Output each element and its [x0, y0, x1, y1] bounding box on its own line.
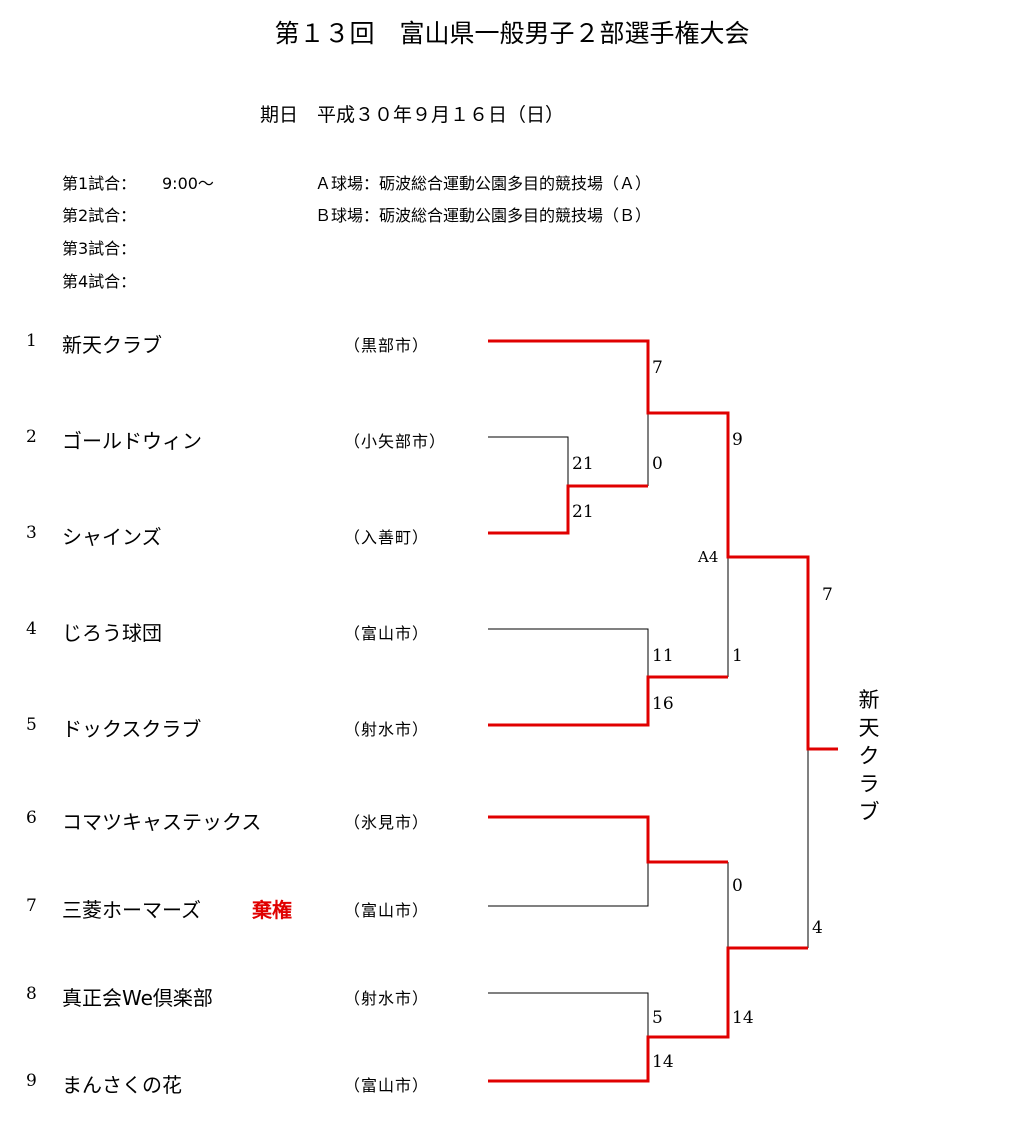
team-name: 真正会We倶楽部 [62, 986, 213, 1010]
team-name: ドックスクラブ [62, 717, 202, 741]
team-city: （射水市） [344, 989, 430, 1008]
score-label: 11 [652, 646, 674, 666]
score-label: 0 [652, 454, 663, 474]
schedule-label-2: 第2試合： [62, 206, 137, 225]
schedule-label-3: 第3試合： [62, 239, 137, 258]
court-label: A4 [698, 548, 719, 566]
team-number: 4 [26, 619, 37, 639]
team-number: 6 [26, 808, 37, 828]
team-city: （富山市） [344, 901, 430, 920]
team-city: （小矢部市） [344, 432, 447, 451]
team-city: （入善町） [344, 528, 430, 547]
winner-path [488, 946, 808, 1083]
team-number: 8 [26, 984, 37, 1004]
winner-path [488, 675, 728, 727]
team-city: （氷見市） [344, 813, 430, 832]
score-label: 14 [652, 1052, 674, 1072]
bracket-line [488, 436, 569, 486]
schedule-label-1: 第1試合： [62, 174, 137, 193]
score-label: 7 [822, 585, 833, 605]
score-label: 9 [732, 430, 743, 450]
bracket-line [488, 628, 649, 677]
bracket-line [488, 992, 649, 1037]
score-label: 0 [732, 876, 743, 896]
score-label: 5 [652, 1008, 663, 1028]
team-name: 新天クラブ [62, 333, 162, 357]
score-label: 21 [572, 454, 594, 474]
venue-a: Ａ球場：砺波総合運動公園多目的競技場（Ａ） [315, 174, 652, 193]
champion-name: 新天クラブ [858, 688, 880, 824]
score-label: 16 [652, 694, 674, 714]
team-number: 1 [26, 331, 37, 351]
team-number: 5 [26, 715, 37, 735]
team-city: （黒部市） [344, 336, 430, 355]
score-label: 7 [652, 358, 663, 378]
team-number: 3 [26, 523, 37, 543]
team-name: 三菱ホーマーズ [62, 898, 201, 922]
score-label: 1 [732, 646, 743, 666]
team-name: じろう球団 [62, 621, 162, 645]
team-name: まんさくの花 [62, 1073, 182, 1097]
team-number: 9 [26, 1071, 37, 1091]
loser-lines [488, 413, 809, 1037]
team-name: コマツキャステックス [62, 810, 262, 834]
bracket-line [488, 862, 649, 907]
winner-path [488, 339, 838, 751]
team-number: 2 [26, 427, 37, 447]
page-title: 第１３回 富山県一般男子２部選手権大会 [274, 19, 750, 48]
event-date: 期日 平成３０年９月１６日（日） [260, 104, 565, 126]
team-name: ゴールドウィン [62, 429, 202, 453]
winner-path [488, 815, 728, 864]
team-city: （富山市） [344, 624, 430, 643]
score-label: 14 [732, 1008, 754, 1028]
forfeit-label: 棄権 [252, 898, 292, 922]
winner-lines [488, 339, 838, 1083]
schedule-time-1: 9:00～ [162, 174, 214, 193]
winner-path [488, 484, 648, 535]
score-label: 21 [572, 502, 594, 522]
venue-b: Ｂ球場：砺波総合運動公園多目的競技場（Ｂ） [315, 206, 652, 225]
score-label: 4 [812, 918, 823, 938]
team-city: （富山市） [344, 1076, 430, 1095]
team-number: 7 [26, 896, 37, 916]
team-name: シャインズ [62, 525, 162, 549]
team-city: （射水市） [344, 720, 430, 739]
schedule-label-4: 第4試合： [62, 272, 137, 291]
